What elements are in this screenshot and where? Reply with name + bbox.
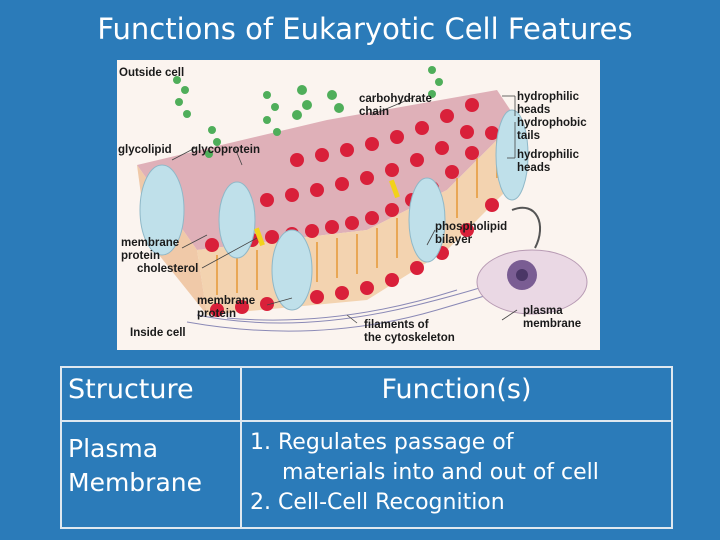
label-glycolipid: glycolipid — [118, 144, 172, 156]
label-hydrophilic-top: hydrophilic — [517, 91, 580, 103]
carbohydrate-chains — [173, 66, 443, 158]
label-cholesterol: cholesterol — [137, 263, 198, 275]
label-leader-lines — [171, 95, 518, 324]
label-chain: chain — [359, 106, 389, 118]
table-header-row: Structure Function(s) — [60, 366, 673, 422]
structure-line-1: Plasma — [68, 434, 159, 463]
label-outside-cell: Outside cell — [119, 67, 184, 79]
cell-inset — [476, 249, 588, 315]
label-cytoskeleton: the cytoskeleton — [364, 332, 455, 344]
label-heads-top: heads — [517, 104, 550, 116]
label-membrane-inset: membrane — [523, 318, 581, 330]
label-protein-lower: protein — [197, 308, 236, 320]
label-carbohydrate: carbohydrate — [359, 93, 432, 105]
plasma-membrane-diagram: Outside cell carbohydrate chain hydrophi… — [117, 60, 600, 350]
label-glycoprotein: glycoprotein — [191, 144, 260, 156]
label-bilayer: bilayer — [435, 234, 473, 246]
label-membrane: membrane — [121, 237, 179, 249]
function-cell: 1. Regulates passage of materials into a… — [240, 420, 673, 529]
header-functions: Function(s) — [240, 366, 673, 422]
structure-line-2: Membrane — [68, 468, 202, 497]
inset-arrow — [511, 206, 541, 249]
table-row: Plasma Membrane 1. Regulates passage of … — [60, 420, 673, 529]
header-structure: Structure — [60, 366, 242, 422]
structure-cell: Plasma Membrane — [60, 420, 242, 529]
function-table: Structure Function(s) Plasma Membrane 1.… — [60, 366, 673, 529]
slide-title: Functions of Eukaryotic Cell Features — [97, 12, 633, 46]
label-membrane-lower: membrane — [197, 295, 255, 307]
label-filaments: filaments of — [364, 319, 429, 331]
membrane-proteins — [139, 109, 529, 311]
label-tails: tails — [517, 130, 540, 142]
function-line-1: 1. Regulates passage of — [250, 430, 514, 455]
label-inside-cell: Inside cell — [130, 327, 186, 339]
function-line-2: materials into and out of cell — [282, 460, 599, 485]
label-hydrophilic-bottom: hydrophilic — [517, 149, 580, 161]
label-heads-bottom: heads — [517, 162, 550, 174]
label-hydrophobic: hydrophobic — [517, 117, 587, 129]
membrane-illustration: Outside cell carbohydrate chain hydrophi… — [118, 66, 588, 344]
label-protein: protein — [121, 250, 160, 262]
function-line-3: 2. Cell-Cell Recognition — [250, 490, 505, 515]
label-phospholipid: phospholipid — [435, 221, 507, 233]
cholesterol-molecules — [254, 179, 400, 247]
label-plasma: plasma — [523, 305, 563, 317]
